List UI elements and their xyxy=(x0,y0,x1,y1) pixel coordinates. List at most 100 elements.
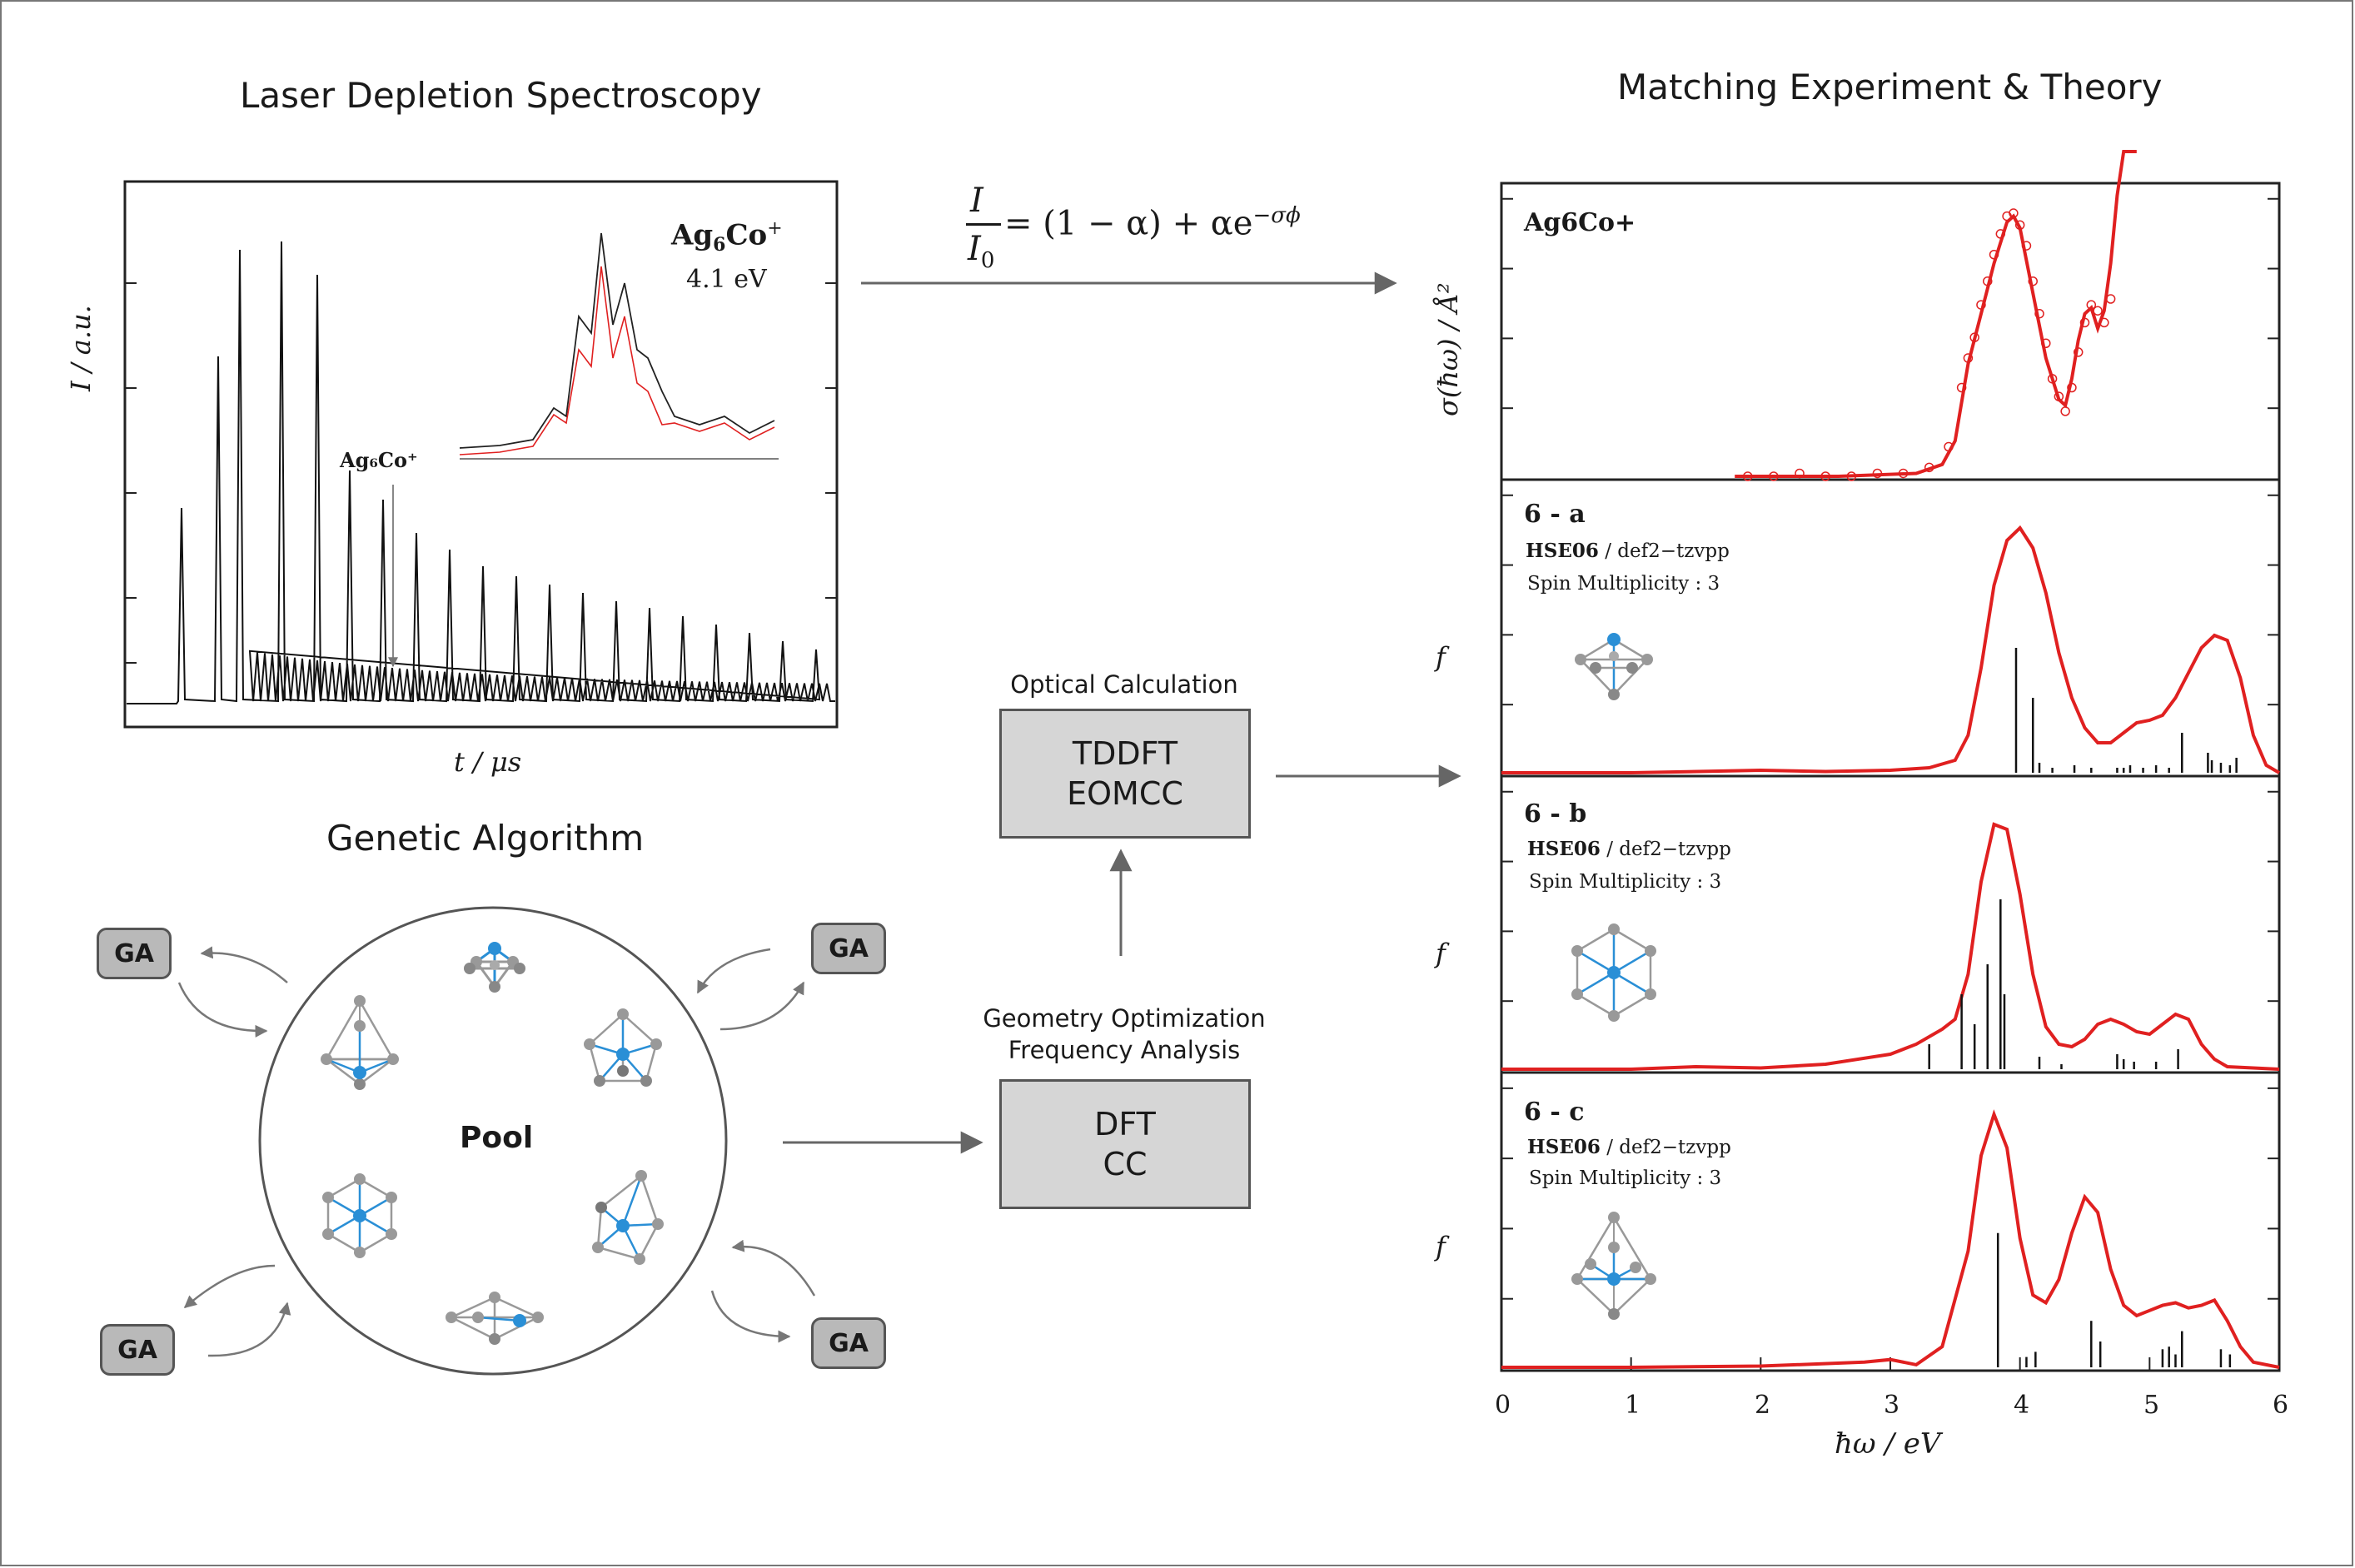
method-6b: HSE06 / def2−tzvpp xyxy=(1527,838,1731,860)
experiment-point xyxy=(2034,309,2044,319)
structure-6b xyxy=(1571,923,1656,1022)
experiment-point xyxy=(2047,374,2058,384)
pool-cluster-left-upper xyxy=(321,995,399,1090)
ms-ylabel: I / a.u. xyxy=(65,305,97,391)
sticks-6b xyxy=(1928,899,2179,1069)
experiment-point xyxy=(1976,300,1986,310)
experiment-point xyxy=(1769,471,1779,481)
ga-cycle-arrows xyxy=(177,946,816,1357)
structure-6a xyxy=(1575,633,1653,700)
experiment-point xyxy=(1846,471,1857,481)
spin-6c: Spin Multiplicity : 3 xyxy=(1529,1167,1722,1189)
sticks-6a xyxy=(2014,648,2238,773)
experiment-point xyxy=(1795,468,1805,479)
structure-6c xyxy=(1571,1212,1656,1320)
experiment-point xyxy=(1983,276,1993,286)
spin-6a: Spin Multiplicity : 3 xyxy=(1527,573,1720,595)
experiment-point xyxy=(2093,306,2103,316)
pool-label: Pool xyxy=(460,1121,534,1155)
spectrum-6a xyxy=(1501,525,2280,774)
ga-box-top-right: GA xyxy=(811,923,886,974)
experiment-point xyxy=(1989,250,1999,260)
experiment-point xyxy=(2073,347,2084,357)
matching-title: Matching Experiment & Theory xyxy=(1617,67,2163,107)
experiment-point xyxy=(1995,229,2006,239)
exp-species-label: Ag6Co+ xyxy=(1524,208,1636,237)
species-arrow-label: Ag₆Co⁺ xyxy=(340,448,418,472)
experiment-point xyxy=(1924,462,1934,473)
xtick-2: 2 xyxy=(1755,1391,1771,1420)
experiment-point xyxy=(2105,294,2116,304)
geometry-method-1: DFT xyxy=(1094,1106,1156,1142)
pool-cluster-top xyxy=(464,942,525,993)
experiment-point xyxy=(2086,300,2097,310)
theory-panels xyxy=(1500,150,2281,1372)
inset-trace-reference xyxy=(459,232,775,449)
xtick-3: 3 xyxy=(1884,1391,1900,1420)
experiment-point xyxy=(2060,406,2070,416)
optical-method-2: EOMCC xyxy=(1067,775,1183,812)
x-axis-label: ħω / eV xyxy=(1835,1427,1941,1461)
experiment-point xyxy=(2099,317,2109,328)
experiment-point xyxy=(2041,338,2051,348)
mass-spectrum-panel xyxy=(123,180,839,729)
laser-title: Laser Depletion Spectroscopy xyxy=(240,75,762,116)
xtick-0: 0 xyxy=(1495,1391,1511,1420)
ylabel-6b: f xyxy=(1436,938,1446,969)
pool-cluster-right-upper xyxy=(584,1008,662,1087)
pool-cluster-bottom xyxy=(446,1292,544,1345)
ga-box-top-left: GA xyxy=(97,928,172,979)
xtick-4: 4 xyxy=(2014,1391,2030,1420)
equation-rhs: = (1 − α) + αe−σϕ xyxy=(1004,203,1301,243)
exp-ylabel: σ(ħω) / Å² xyxy=(1432,282,1464,416)
experiment-point xyxy=(1820,471,1830,481)
experiment-point xyxy=(2028,276,2038,286)
equation-denominator: I0 xyxy=(968,230,995,273)
experiment-point xyxy=(2014,220,2025,230)
xtick-6: 6 xyxy=(2273,1391,2289,1420)
equation-fraction-bar xyxy=(966,223,1001,226)
spectrum-6b xyxy=(1501,822,2280,1071)
method-6a: HSE06 / def2−tzvpp xyxy=(1526,540,1730,562)
genetic-title: Genetic Algorithm xyxy=(326,818,645,859)
label-6a: 6 - a xyxy=(1524,500,1586,529)
label-6b: 6 - b xyxy=(1524,799,1587,829)
experiment-data-points xyxy=(1743,208,2116,481)
optical-calc-title: Optical Calculation xyxy=(1010,670,1238,699)
pool-circle xyxy=(258,906,728,1376)
ga-box-bottom-left: GA xyxy=(100,1324,175,1376)
experiment-point xyxy=(1898,468,1909,479)
experiment-point xyxy=(2079,317,2090,328)
optical-calc-box: TDDFT EOMCC xyxy=(999,709,1251,839)
experiment-point xyxy=(1944,441,1954,452)
ylabel-6a: f xyxy=(1436,641,1446,673)
method-6c: HSE06 / def2−tzvpp xyxy=(1527,1136,1731,1158)
sticks-6c xyxy=(1996,1232,2232,1367)
experiment-point xyxy=(1969,332,1979,342)
inset-trace-depleted xyxy=(459,266,775,455)
experiment-point xyxy=(1743,471,1753,481)
inset-species-label: Ag6Co+ xyxy=(671,218,783,256)
equation-numerator: I xyxy=(970,182,983,220)
experiment-point xyxy=(2021,241,2032,251)
experiment-point xyxy=(2067,382,2077,393)
experiment-fit-curve xyxy=(1735,150,2137,478)
dft-cc-box: DFT CC xyxy=(999,1079,1251,1209)
experiment-point xyxy=(1956,382,1967,393)
label-6c: 6 - c xyxy=(1524,1098,1585,1127)
pool-cluster-right-lower xyxy=(592,1170,664,1265)
experiment-point xyxy=(2054,391,2064,401)
optical-method-1: TDDFT xyxy=(1072,735,1178,772)
ylabel-6c: f xyxy=(1436,1231,1446,1262)
geometry-method-2: CC xyxy=(1103,1146,1148,1182)
xtick-1: 1 xyxy=(1625,1391,1641,1420)
ms-xlabel: t / μs xyxy=(454,746,522,778)
geometry-title-2: Frequency Analysis xyxy=(1008,1036,1241,1064)
inset-energy-label: 4.1 eV xyxy=(686,265,767,294)
experiment-point xyxy=(1963,353,1974,363)
mass-spectrum-trace xyxy=(127,241,835,704)
experiment-point xyxy=(2009,208,2019,218)
geometry-title-1: Geometry Optimization xyxy=(983,1004,1266,1033)
spectrum-6c xyxy=(1501,1109,2280,1369)
